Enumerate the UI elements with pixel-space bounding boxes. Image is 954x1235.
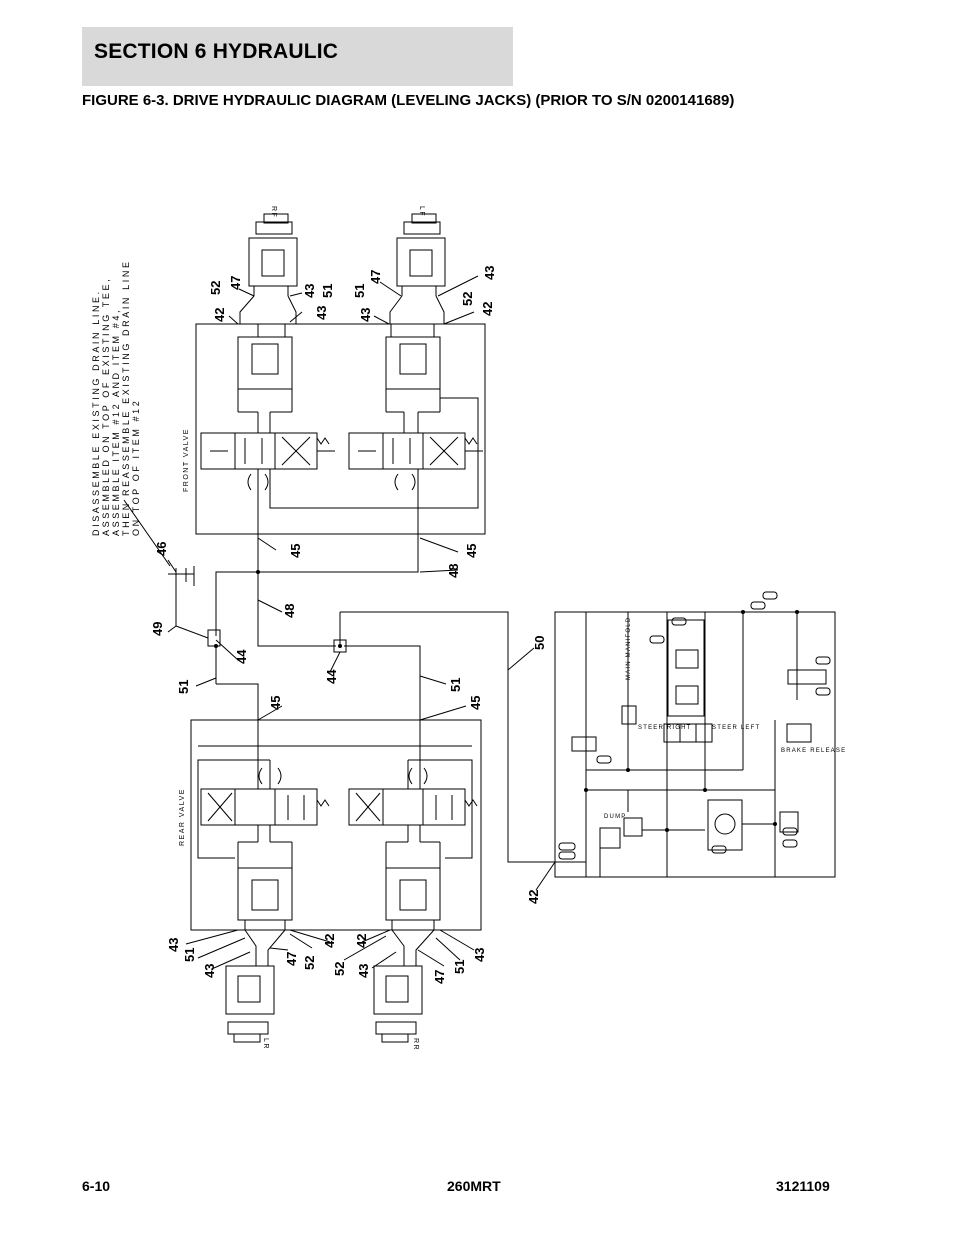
callout: 52 — [302, 956, 317, 970]
callout: 45 — [268, 696, 283, 710]
callout: 45 — [464, 544, 479, 558]
callout: 43 — [358, 308, 373, 322]
doc-number: 3121109 — [776, 1178, 830, 1194]
steer-right-label: STEER RIGHT — [638, 725, 692, 731]
lf-cylinder-label: LF — [418, 206, 425, 217]
note-line: DISASSEMBLE EXISTING DRAIN LINE. — [91, 289, 101, 536]
callout: 46 — [154, 542, 169, 556]
callout: 44 — [324, 669, 339, 684]
manifold-title: MAIN MANIFOLD — [626, 617, 632, 680]
steer-left-label: STEER LEFT — [712, 725, 760, 731]
lr-cylinder-label: LR — [262, 1038, 269, 1050]
section-title: SECTION 6 HYDRAULIC — [94, 40, 339, 63]
callout: 51 — [448, 678, 463, 692]
rf-cylinder-label: RF — [270, 206, 277, 218]
callout: 51 — [320, 284, 335, 298]
callout: 43 — [166, 938, 181, 952]
main-manifold-body — [554, 611, 836, 878]
callout: 44 — [234, 649, 249, 664]
callout: 52 — [208, 281, 223, 295]
callout: 43 — [314, 306, 329, 320]
callout: 43 — [482, 266, 497, 280]
drain-line-note: DISASSEMBLE EXISTING DRAIN LINE. ASSEMBL… — [91, 259, 141, 536]
callout: 51 — [182, 948, 197, 962]
callout: 51 — [176, 680, 191, 694]
callout: 45 — [288, 544, 303, 558]
callout: 50 — [532, 636, 547, 650]
callout: 43 — [202, 964, 217, 978]
callout: 45 — [468, 696, 483, 710]
section-banner — [82, 27, 513, 86]
model-number: 260MRT — [447, 1178, 501, 1194]
callout: 42 — [480, 302, 495, 316]
callout: 43 — [356, 964, 371, 978]
page-number: 6-10 — [82, 1178, 111, 1194]
callout: 42 — [212, 308, 227, 322]
callout: 43 — [302, 284, 317, 298]
brake-release-label: BRAKE RELEASE — [781, 748, 846, 754]
front-valve-body — [195, 323, 486, 535]
callout: 48 — [282, 604, 297, 618]
rr-cylinder-label: RR — [412, 1038, 419, 1051]
callout: 47 — [432, 970, 447, 984]
callout: 51 — [352, 284, 367, 298]
note-line: ON TOP OF ITEM #12 — [131, 399, 141, 536]
callout: 48 — [446, 564, 461, 578]
callout: 42 — [354, 934, 369, 948]
callout: 47 — [284, 952, 299, 966]
rear-valve-label: REAR VALVE — [179, 788, 186, 846]
callout: 43 — [472, 948, 487, 962]
note-line: ASSEMBLED ON TOP OF EXISTING TEE, — [101, 277, 111, 536]
rear-valve-body — [190, 719, 482, 931]
callout: 52 — [332, 962, 347, 976]
note-line: THEN REASSEMBLE EXISTING DRAIN LINE — [121, 259, 131, 536]
dump-label: DUMP — [604, 814, 626, 820]
callout: 42 — [322, 934, 337, 948]
callout: 49 — [150, 622, 165, 636]
callout: 47 — [228, 276, 243, 290]
figure-title: FIGURE 6-3. DRIVE HYDRAULIC DIAGRAM (LEV… — [82, 92, 735, 109]
callout: 42 — [526, 890, 541, 904]
callout: 51 — [452, 960, 467, 974]
callout: 47 — [368, 270, 383, 284]
callout: 52 — [460, 292, 475, 306]
front-valve-label: FRONT VALVE — [183, 428, 190, 492]
note-line: ASSEMBLE ITEM #12 AND ITEM #4, — [111, 308, 121, 536]
